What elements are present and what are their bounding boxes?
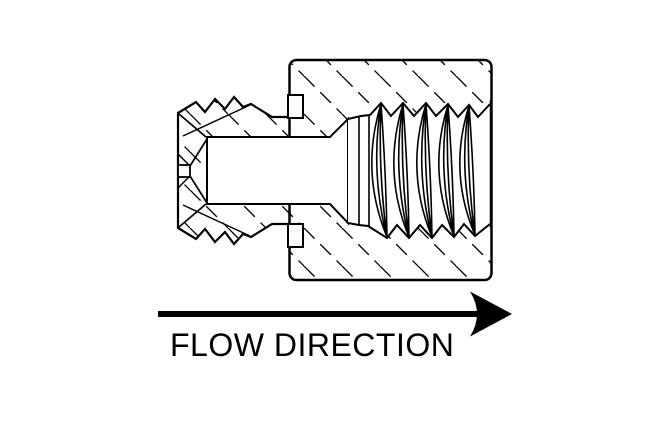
body-notch-bottom xyxy=(287,223,304,248)
nose-chamfer-top xyxy=(178,113,207,138)
nose-chamfer-bottom xyxy=(178,203,207,228)
body-notch-top xyxy=(287,94,304,119)
flow-direction-label: FLOW DIRECTION xyxy=(170,327,454,363)
internal-threads xyxy=(347,100,493,240)
arrow-head xyxy=(470,291,512,337)
thread-start-band xyxy=(358,116,370,226)
tip-orifice xyxy=(177,164,191,178)
thread-crest-line-bottom xyxy=(347,222,491,240)
arrow-shaft xyxy=(158,311,488,317)
tip-countersink xyxy=(177,153,191,189)
thread-crest-line-top xyxy=(347,101,491,120)
thread-helix-curves xyxy=(371,103,476,238)
thread-runout-top xyxy=(182,104,251,137)
flow-direction-arrow xyxy=(158,291,512,337)
bore-cone xyxy=(189,138,208,204)
thread-runout-bottom xyxy=(182,204,251,237)
